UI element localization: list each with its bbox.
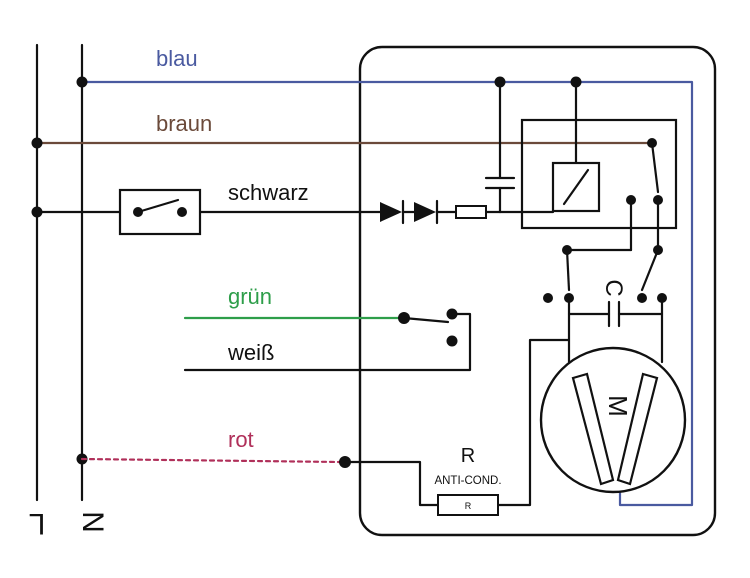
small-capacitor (484, 76, 516, 214)
white-wire-label: weiß (227, 340, 274, 365)
black-wire (31, 206, 382, 218)
relay-contacts (562, 138, 663, 255)
door-switch (183, 308, 472, 372)
relay-box (520, 118, 678, 230)
appliance-housing (358, 45, 717, 537)
blue-wire (76, 76, 694, 507)
blue-junction (76, 76, 88, 88)
brown-wire (31, 137, 654, 149)
anti-cond-resistor (343, 460, 499, 516)
resistor-body-label: R (465, 501, 472, 511)
brown-wire-label: braun (156, 111, 212, 136)
red-wire (76, 453, 351, 468)
motor-capacitor (567, 296, 664, 364)
black-wire-label: schwarz (228, 180, 309, 205)
motor-return-wire (496, 338, 570, 507)
resistor-sublabel: ANTI-COND. (434, 475, 501, 487)
capacitor-label: C (600, 279, 627, 296)
green-wire-label: grün (228, 284, 272, 309)
motor (539, 346, 687, 494)
relay-coil (498, 76, 601, 214)
diode-pair (380, 199, 458, 225)
blue-wire-label: blau (156, 46, 198, 71)
wall-switch (118, 188, 202, 236)
red-wire-label: rot (228, 427, 254, 452)
neutral-rail-label: N (76, 511, 109, 533)
brown-junction (31, 137, 43, 149)
series-resistor (455, 205, 487, 219)
motor-label: M (603, 395, 633, 417)
black-junction (31, 206, 43, 218)
resistor-label: R (461, 445, 475, 467)
live-rail-label: L (29, 507, 46, 540)
